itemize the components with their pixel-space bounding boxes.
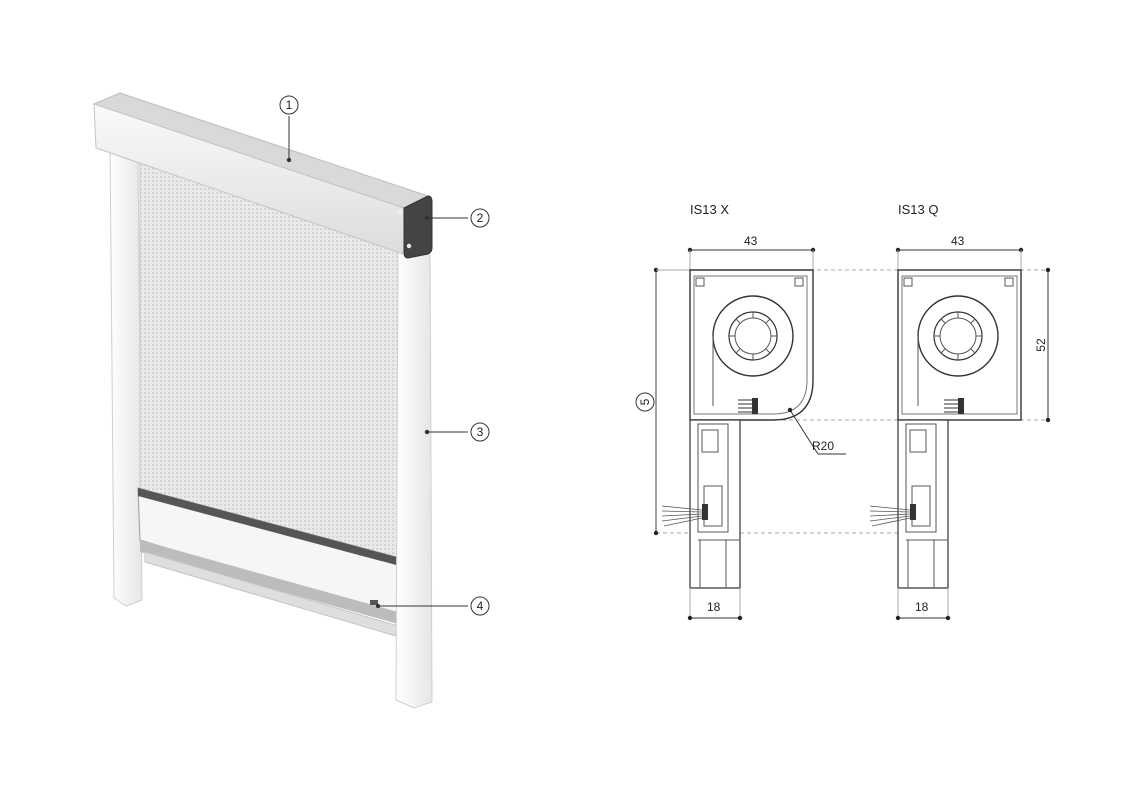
end-cap [403,195,433,259]
section-title: IS13 Q [898,202,938,217]
svg-text:3: 3 [477,425,484,439]
width-dimension: 43 [951,234,965,248]
svg-text:2: 2 [477,211,484,225]
rail-width-dimension: 18 [915,600,929,614]
screen-illustration [92,92,433,709]
section-is13-x: IS13 X 43 R20 [661,202,846,621]
callout-leaders [288,116,468,607]
dimension-total-height [653,267,690,536]
callout-5: 5 [635,392,655,412]
svg-text:4: 4 [477,599,484,613]
svg-text:5: 5 [638,398,652,405]
radius-label: R20 [812,439,834,453]
section-title: IS13 X [690,202,729,217]
svg-text:1: 1 [286,98,293,112]
callout-2: 2 [470,208,490,228]
height-dimension: 52 [1034,338,1048,352]
callout-4: 4 [470,596,490,616]
left-side-rail [109,139,143,607]
width-dimension: 43 [744,234,758,248]
callout-3: 3 [470,422,490,442]
callout-1: 1 [279,95,299,115]
right-side-rail [395,243,433,709]
rail-width-dimension: 18 [707,600,721,614]
section-is13-q: IS13 Q 43 52 [869,202,1051,621]
